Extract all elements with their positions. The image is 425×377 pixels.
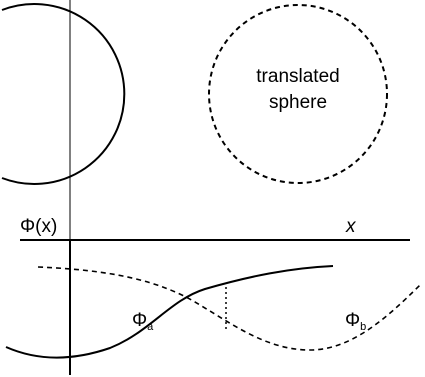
phi-b-curve bbox=[37, 266, 421, 351]
translated-sphere-label-line2: sphere bbox=[269, 92, 327, 113]
translated-sphere bbox=[208, 4, 388, 184]
phi-a-curve bbox=[5, 265, 334, 359]
translated-sphere-label-line1: translated bbox=[256, 66, 339, 87]
x-axis-label: x bbox=[345, 216, 357, 237]
phi-a-label: Φa bbox=[132, 310, 154, 333]
phi-b-label: Φb bbox=[345, 310, 366, 333]
original-sphere-arc bbox=[1, 3, 126, 185]
y-axis-label: Φ(x) bbox=[20, 216, 57, 237]
